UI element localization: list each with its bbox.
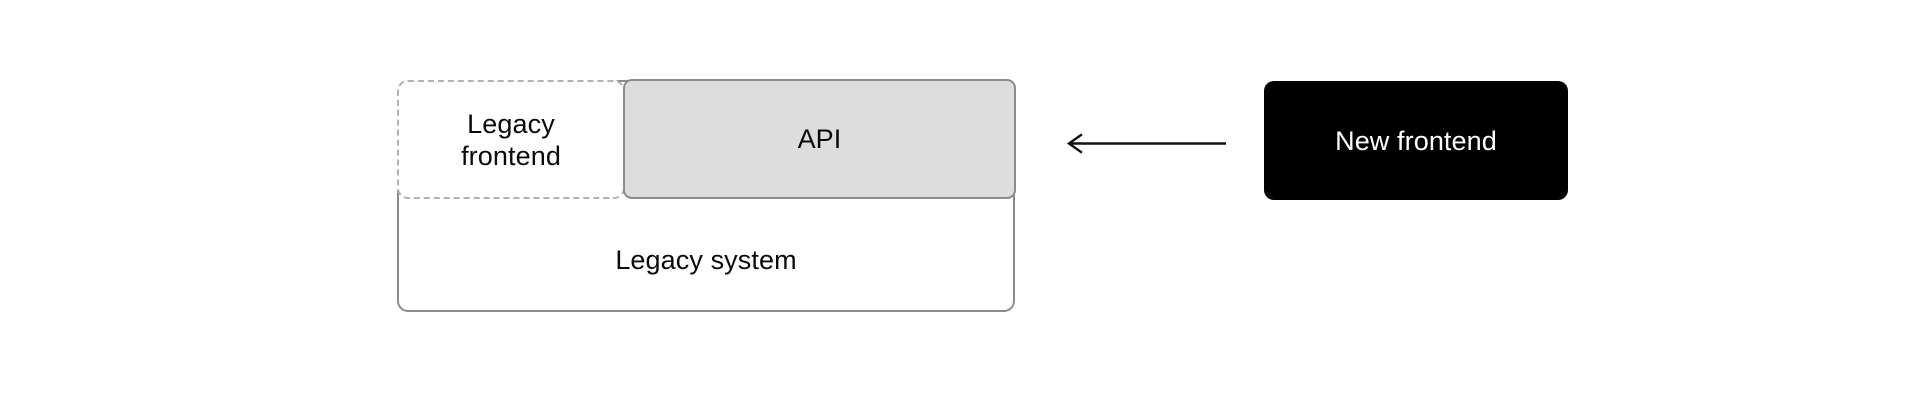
arrow-new-frontend-to-api [1060, 128, 1228, 160]
api-label: API [797, 124, 842, 154]
new-frontend-box: New frontend [1264, 81, 1568, 200]
legacy-frontend-box: Legacy frontend [397, 80, 625, 199]
left-arrow-icon [1066, 133, 1226, 154]
api-box: API [623, 79, 1016, 199]
legacy-frontend-label: Legacy frontend [461, 108, 561, 171]
legacy-system-label: Legacy system [615, 245, 797, 275]
new-frontend-label: New frontend [1335, 125, 1497, 156]
